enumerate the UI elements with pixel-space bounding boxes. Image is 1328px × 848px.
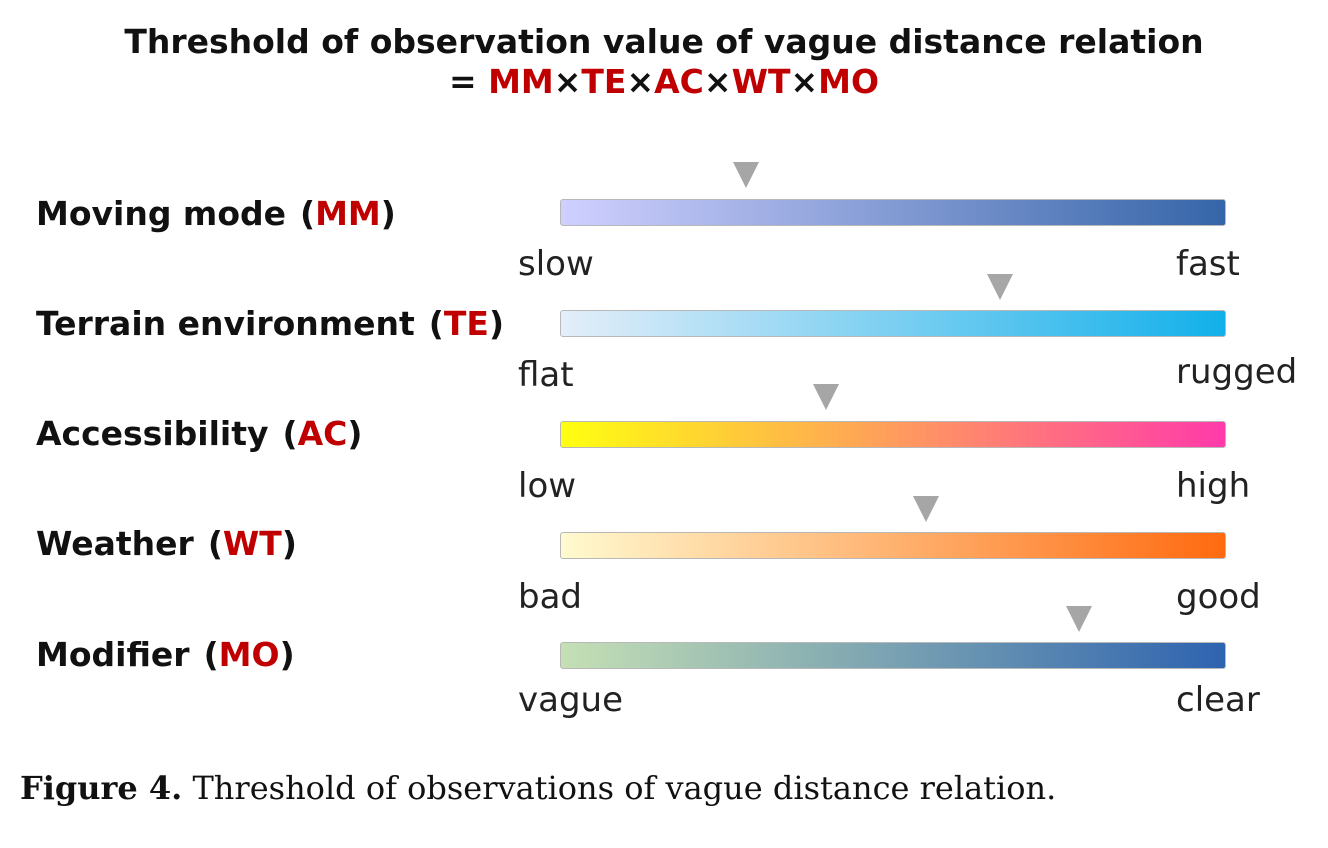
factor-code: MM <box>315 194 381 233</box>
high-end-label: fast <box>1176 244 1240 284</box>
formula-term-wt: WT <box>731 62 791 101</box>
factor-name: Modifier <box>36 635 190 674</box>
formula-term-mm: MM <box>488 62 554 101</box>
formula-operator: × <box>553 62 582 101</box>
factor-code: WT <box>222 524 282 563</box>
threshold-marker <box>1066 606 1093 632</box>
gradient-bar <box>560 532 1226 559</box>
factor-name: Weather <box>36 524 194 563</box>
high-end-label: rugged <box>1176 352 1298 392</box>
factor-label: Moving mode(MM) <box>36 194 396 233</box>
formula-term-ac: AC <box>654 62 704 101</box>
low-end-label: bad <box>518 577 582 617</box>
factor-label: Terrain environment(TE) <box>36 304 505 343</box>
caption-label: Figure 4. <box>20 769 183 807</box>
threshold-marker <box>913 496 940 522</box>
threshold-marker <box>986 274 1013 300</box>
factor-name: Terrain environment <box>36 304 415 343</box>
gradient-bar <box>560 642 1226 669</box>
gradient-bar <box>560 199 1226 226</box>
figure-caption: Figure 4. Threshold of observations of v… <box>20 768 1056 808</box>
factor-code: AC <box>297 414 348 453</box>
formula-term-te: TE <box>581 62 627 101</box>
factor-label: Accessibility(AC) <box>36 414 363 453</box>
diagram-title: Threshold of observation value of vague … <box>0 22 1328 102</box>
title-line-1: Threshold of observation value of vague … <box>124 22 1204 61</box>
factor-code: MO <box>218 635 280 674</box>
factor-label: Weather(WT) <box>36 524 297 563</box>
threshold-marker <box>813 384 840 410</box>
formula-term-mo: MO <box>818 62 880 101</box>
low-end-label: vague <box>518 680 624 720</box>
high-end-label: clear <box>1176 680 1260 720</box>
high-end-label: high <box>1176 466 1251 506</box>
formula-equals: = <box>448 62 489 101</box>
gradient-bar <box>560 310 1226 337</box>
high-end-label: good <box>1176 577 1261 617</box>
low-end-label: slow <box>518 244 594 284</box>
factor-label: Modifier(MO) <box>36 635 295 674</box>
formula-operator: × <box>626 62 655 101</box>
formula-operator: × <box>790 62 819 101</box>
low-end-label: low <box>518 466 577 506</box>
title-formula: = MM×TE×AC×WT×MO <box>0 62 1328 102</box>
low-end-label: flat <box>518 355 574 395</box>
caption-text: Threshold of observations of vague dista… <box>182 769 1057 807</box>
gradient-bar <box>560 421 1226 448</box>
factor-name: Accessibility <box>36 414 269 453</box>
factor-code: TE <box>443 304 489 343</box>
formula-operator: × <box>703 62 732 101</box>
threshold-marker <box>733 162 760 188</box>
factor-name: Moving mode <box>36 194 286 233</box>
